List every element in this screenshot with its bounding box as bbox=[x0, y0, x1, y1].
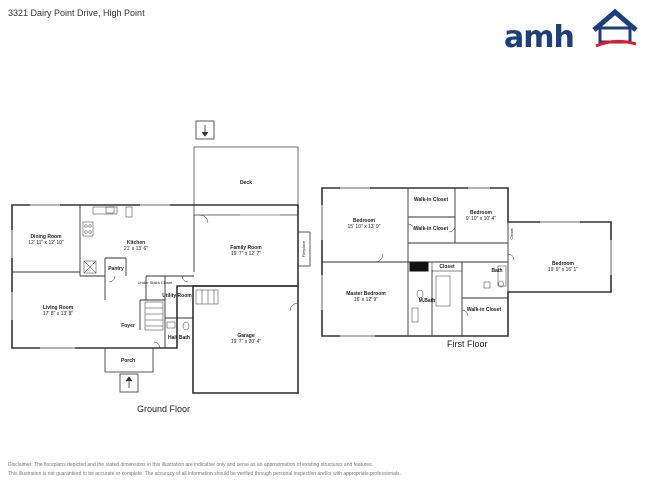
amh-logo: amh bbox=[504, 6, 640, 55]
ground-floor-plan bbox=[11, 120, 311, 394]
kitchen-name: Kitchen bbox=[127, 240, 145, 246]
living-room-dims: 17' 8" x 13' 8" bbox=[43, 311, 73, 317]
deck-name: Deck bbox=[240, 180, 252, 186]
ground-stairs bbox=[144, 289, 219, 331]
ground-floor-label: Ground Floor bbox=[137, 404, 191, 414]
dining-room-dims: 12' 11" x 12' 10" bbox=[28, 240, 64, 246]
closet-dark-strip bbox=[409, 261, 429, 272]
closet-vertical-name: Closet bbox=[509, 227, 514, 239]
fireplace-name: Fireplace bbox=[301, 240, 306, 257]
bedroom2-name: Bedroom bbox=[470, 210, 493, 216]
deck-entry-arrow-icon bbox=[195, 120, 215, 140]
kitchen-fixtures bbox=[82, 206, 133, 274]
bedroom1-dims: 15' 10" x 13' 9" bbox=[348, 224, 381, 230]
walkin2-name: Walk-in Closet bbox=[414, 226, 449, 232]
master-bedroom-name: Master Bedroom bbox=[346, 291, 386, 297]
bedroom1-name: Bedroom bbox=[353, 218, 376, 224]
half-bath-fixtures bbox=[166, 321, 190, 331]
disclaimer-line-1: Disclaimer: The floorplans depicted and … bbox=[8, 462, 374, 468]
foyer-name: Foyer bbox=[121, 323, 135, 329]
under-stairs-closet-name: Under Stairs Closet bbox=[138, 280, 174, 285]
bedroom2-dims: 9' 10" x 10' 4" bbox=[466, 216, 496, 222]
family-room-dims: 19' 7" x 12' 7" bbox=[231, 251, 261, 257]
logo-text: amh bbox=[504, 20, 575, 55]
bath-fixtures bbox=[411, 265, 507, 323]
master-bath-name: M.Bath bbox=[419, 298, 436, 304]
living-room-name: Living Room bbox=[43, 305, 74, 311]
bath-name: Bath bbox=[491, 268, 502, 274]
garage-name: Garage bbox=[237, 333, 254, 339]
porch-outline bbox=[104, 347, 154, 373]
first-floor-label: First Floor bbox=[447, 339, 488, 349]
half-bath-name: Half Bath bbox=[168, 335, 190, 341]
porch-name: Porch bbox=[121, 358, 135, 364]
utility-room-name: Utility Room bbox=[162, 293, 192, 299]
closet-horizontal-name: Closet bbox=[439, 264, 455, 270]
bedroom3-name: Bedroom bbox=[552, 261, 575, 267]
porch-entry-arrow-icon bbox=[119, 373, 139, 393]
disclaimer: Disclaimer: The floorplans depicted and … bbox=[8, 461, 528, 479]
first-floor-plan bbox=[321, 187, 612, 337]
garage-dims: 19' 7" x 20' 4" bbox=[231, 339, 261, 345]
master-bedroom-dims: 16' x 12' 9" bbox=[354, 297, 378, 303]
disclaimer-line-2: This illustration is not guaranteed to b… bbox=[8, 471, 401, 477]
floorplan: Dining Room 12' 11" x 12' 10" Kitchen 21… bbox=[11, 120, 612, 394]
pantry-name: Pantry bbox=[108, 266, 124, 272]
family-room-name: Family Room bbox=[230, 245, 262, 251]
property-address: 3321 Dairy Point Drive, High Point bbox=[8, 8, 145, 18]
kitchen-dims: 21' x 13' 6" bbox=[124, 246, 148, 252]
house-roof-icon bbox=[592, 8, 638, 48]
bedroom3-dims: 19' 9" x 16' 1" bbox=[548, 267, 578, 273]
dining-room-name: Dining Room bbox=[30, 234, 62, 240]
ground-floor-outer-wall bbox=[11, 204, 299, 349]
walkin1-name: Walk-in Closet bbox=[414, 197, 449, 203]
fireplace bbox=[297, 231, 311, 267]
first-floor-outer-wall bbox=[321, 187, 612, 337]
walkin3-name: Walk-in Closet bbox=[467, 307, 502, 313]
